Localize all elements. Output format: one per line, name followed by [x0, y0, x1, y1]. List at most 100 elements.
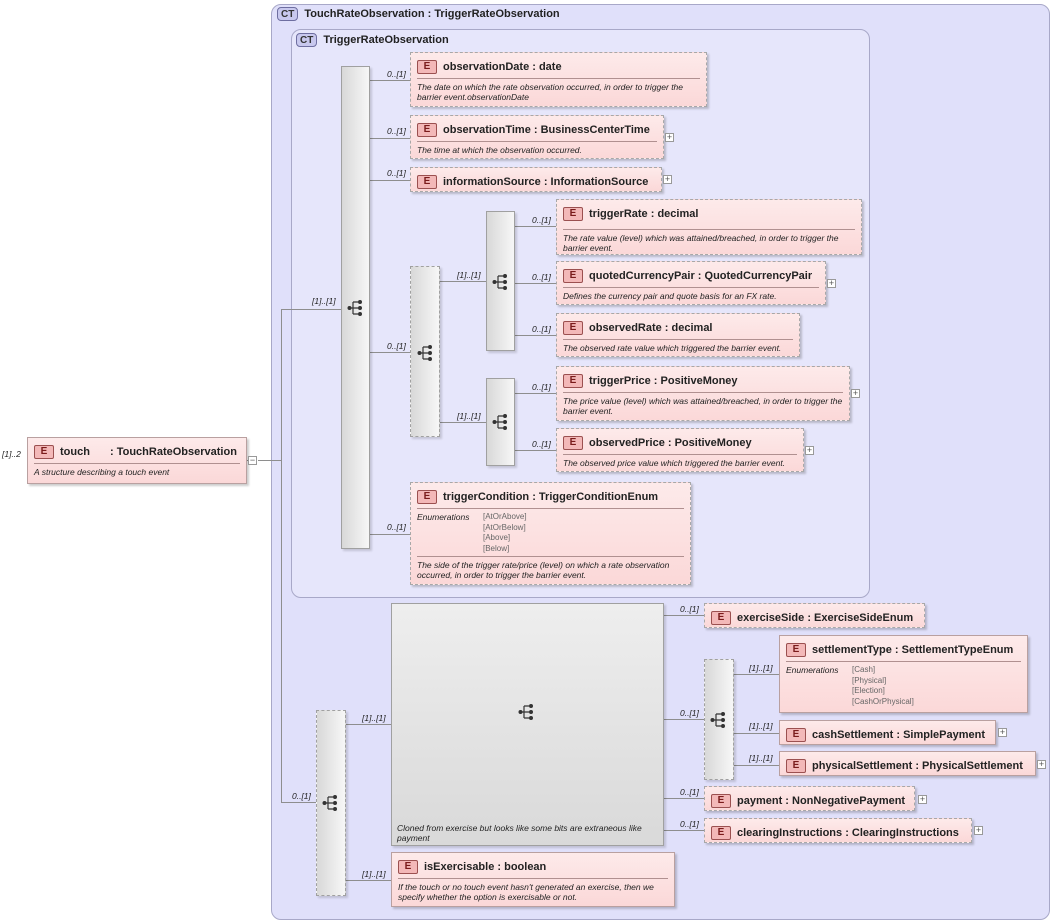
cardinality-label: [1]..2: [2, 449, 21, 459]
element-doc: The price value (level) which was attain…: [563, 396, 843, 416]
complex-type-badge-icon: CT: [296, 33, 318, 47]
expand-icon[interactable]: +: [805, 445, 814, 455]
complex-type-badge-icon: CT: [277, 7, 299, 21]
element-doc: Defines the currency pair and quote basi…: [563, 291, 777, 301]
expand-icon[interactable]: +: [663, 174, 672, 184]
sequence-icon: [492, 274, 507, 290]
element-badge-icon: E: [563, 436, 583, 450]
cardinality-label: [1]..[1]: [362, 713, 386, 723]
element-badge-icon: E: [563, 374, 583, 388]
element-badge-icon: E: [417, 490, 437, 504]
expand-icon[interactable]: +: [974, 825, 983, 835]
element-touch[interactable]: E touch : TouchRateObservation A structu…: [27, 437, 247, 484]
enumerations-label: Enumerations: [417, 512, 470, 522]
element-name: payment : NonNegativePayment: [737, 795, 906, 807]
outer-complex-type-name: TouchRateObservation : TriggerRateObserv…: [304, 8, 560, 20]
sequence-icon: [518, 704, 533, 720]
element-badge-icon: E: [417, 175, 437, 189]
choice-icon: [417, 345, 432, 361]
element-doc: The observed price value which triggered…: [563, 458, 786, 468]
cardinality-label: 0..[1]: [532, 439, 551, 449]
element-doc: The rate value (level) which was attaine…: [563, 233, 839, 253]
cardinality-label: 0..[1]: [532, 215, 551, 225]
collapse-icon[interactable]: −: [248, 455, 257, 465]
sequence-icon: [492, 414, 507, 430]
enum-value: [Below]: [483, 543, 510, 553]
element-name: cashSettlement : SimplePayment: [812, 729, 986, 741]
cardinality-label: 0..[1]: [532, 382, 551, 392]
element-name: touch: [60, 446, 90, 458]
element-doc: The observed rate value which triggered …: [563, 343, 782, 353]
expand-icon[interactable]: +: [918, 794, 927, 804]
expand-icon[interactable]: +: [998, 727, 1007, 737]
rate-sequence: [486, 211, 515, 351]
element-type: : TouchRateObservation: [110, 446, 237, 458]
element-badge-icon: E: [563, 321, 583, 335]
cardinality-label: 0..[1]: [532, 272, 551, 282]
element-name: exerciseSide : ExerciseSideEnum: [737, 612, 914, 624]
element-badge-icon: E: [711, 611, 731, 625]
element-badge-icon: E: [786, 728, 806, 742]
cardinality-label: 0..[1]: [680, 787, 699, 797]
element-name: quotedCurrencyPair : QuotedCurrencyPair: [589, 270, 813, 282]
element-badge-icon: E: [786, 759, 806, 773]
rate-price-choice: [410, 266, 440, 437]
cardinality-label: [1]..[1]: [749, 753, 773, 763]
element-name: isExercisable : boolean: [424, 861, 547, 873]
settlement-choice: [704, 659, 734, 780]
element-name: observationDate : date: [443, 61, 562, 73]
expand-icon[interactable]: +: [851, 388, 860, 398]
cardinality-label: 0..[1]: [387, 126, 406, 136]
inner-complex-type-header: CT TriggerRateObservation: [296, 33, 449, 47]
cardinality-label: [1]..[1]: [312, 296, 336, 306]
expand-icon[interactable]: +: [827, 278, 836, 288]
choice-icon: [710, 712, 725, 728]
enum-value: [Above]: [483, 533, 511, 543]
enum-value: [CashOrPhysical]: [852, 696, 914, 706]
cardinality-label: 0..[1]: [680, 708, 699, 718]
element-badge-icon: E: [563, 269, 583, 283]
enum-value: [AtOrAbove]: [483, 512, 527, 521]
element-name: triggerCondition : TriggerConditionEnum: [443, 491, 659, 503]
element-badge-icon: E: [711, 794, 731, 808]
cardinality-label: [1]..[1]: [457, 270, 481, 280]
cardinality-label: [1]..[1]: [749, 721, 773, 731]
element-name: settlementType : SettlementTypeEnum: [812, 644, 1014, 656]
enum-value: [Election]: [852, 686, 885, 696]
exercise-sequence-doc: Cloned from exercise but looks like some…: [397, 823, 642, 843]
exercise-sequence: [391, 603, 664, 846]
cardinality-label: 0..[1]: [387, 522, 406, 532]
element-name: triggerRate : decimal: [589, 208, 699, 220]
expand-icon[interactable]: +: [1037, 759, 1046, 769]
enumerations-label: Enumerations: [786, 665, 839, 675]
element-badge-icon: E: [417, 123, 437, 137]
element-badge-icon: E: [417, 60, 437, 74]
cardinality-label: [1]..[1]: [457, 411, 481, 421]
cardinality-label: 0..[1]: [387, 69, 406, 79]
element-doc: The side of the trigger rate/price (leve…: [417, 560, 670, 581]
inner-complex-type-name: TriggerRateObservation: [323, 34, 449, 46]
cardinality-label: 0..[1]: [680, 604, 699, 614]
expand-icon[interactable]: +: [665, 132, 674, 142]
element-doc: A structure describing a touch event: [34, 467, 170, 477]
cardinality-label: 0..[1]: [680, 819, 699, 829]
cardinality-label: [1]..[1]: [362, 869, 386, 879]
element-doc: The time at which the observation occurr…: [417, 145, 582, 155]
element-name: informationSource : InformationSource: [443, 176, 649, 188]
